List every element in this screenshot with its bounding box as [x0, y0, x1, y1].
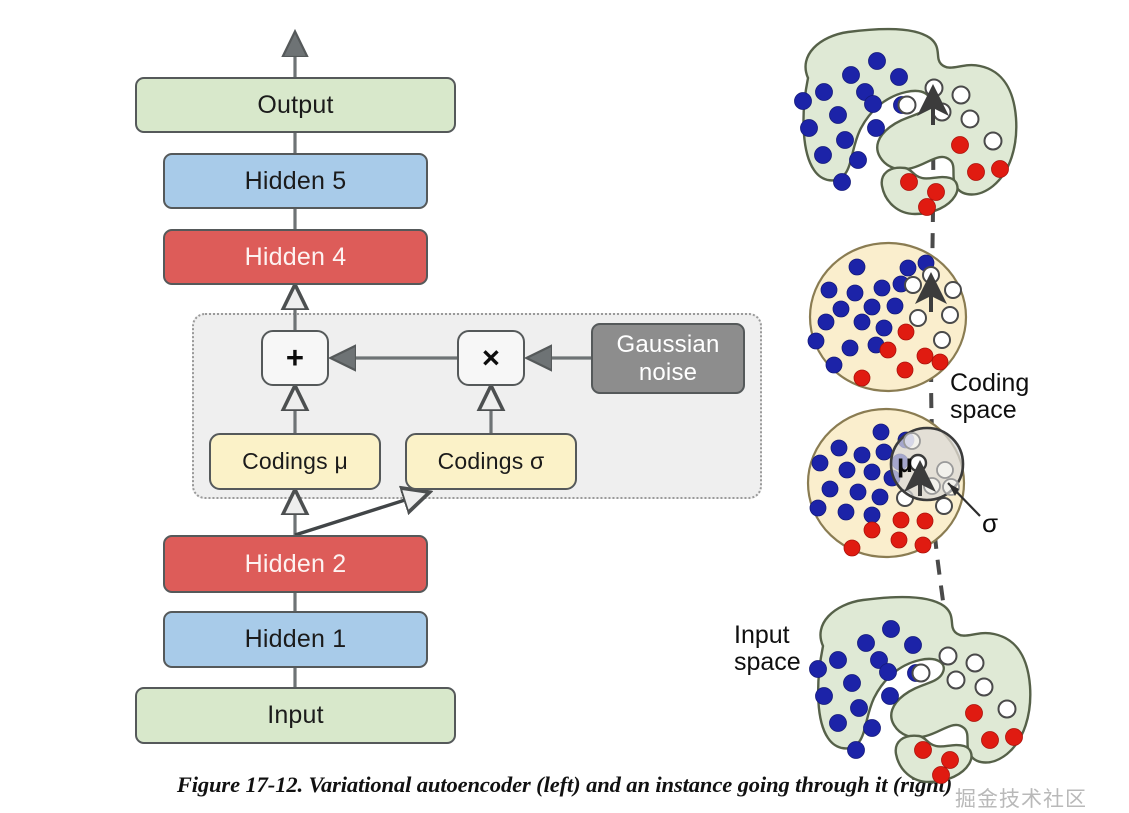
- input-space-label: Input space: [734, 622, 801, 676]
- node-hidden-1[interactable]: Hidden 1: [163, 611, 428, 668]
- node-gaussian-noise[interactable]: Gaussian noise: [591, 323, 745, 394]
- node-input[interactable]: Input: [135, 687, 456, 744]
- node-codings-mu-label: Codings μ: [242, 448, 348, 474]
- coding-space-label-line-1: Coding: [950, 369, 1030, 397]
- sigma-label: σ: [982, 508, 999, 538]
- node-input-label: Input: [267, 701, 324, 729]
- node-codings-sigma-label: Codings σ: [437, 448, 545, 474]
- coding-space-upper: [807, 241, 968, 393]
- input-space-blob: [809, 595, 1032, 784]
- coding-space-label: Coding space: [950, 370, 1029, 424]
- node-hidden-4-label: Hidden 4: [244, 242, 347, 271]
- node-hidden-2-label: Hidden 2: [244, 549, 347, 578]
- gaussian-noise-label-line-2: noise: [638, 358, 698, 386]
- node-hidden-4[interactable]: Hidden 4: [163, 229, 428, 285]
- watermark: 掘金技术社区: [955, 788, 1087, 811]
- instance-trajectory: [929, 139, 951, 653]
- input-space-label-line-1: Input: [734, 621, 790, 649]
- reconstruction-space-blob: [794, 27, 1018, 216]
- figure-caption: Figure 17-12. Variational autoencoder (l…: [176, 772, 953, 797]
- node-hidden-5-label: Hidden 5: [244, 166, 347, 195]
- sigma-leader-line: [947, 482, 981, 517]
- plus-icon: +: [285, 340, 305, 375]
- coding-space-lower: [806, 407, 981, 559]
- coding-space-label-line-2: space: [950, 396, 1017, 424]
- node-multiply-operator[interactable]: ×: [457, 330, 525, 386]
- node-output-label: Output: [257, 90, 334, 119]
- node-add-operator[interactable]: +: [261, 330, 329, 386]
- multiply-icon: ×: [481, 340, 501, 375]
- gaussian-noise-label-line-1: Gaussian: [616, 330, 720, 358]
- node-codings-sigma[interactable]: Codings σ: [405, 433, 577, 490]
- mu-label: μ: [897, 448, 913, 478]
- node-codings-mu[interactable]: Codings μ: [209, 433, 381, 490]
- input-space-label-line-2: space: [734, 648, 801, 676]
- node-hidden-5[interactable]: Hidden 5: [163, 153, 428, 209]
- node-hidden-2[interactable]: Hidden 2: [163, 535, 428, 593]
- node-output[interactable]: Output: [135, 77, 456, 133]
- node-hidden-1-label: Hidden 1: [244, 625, 347, 653]
